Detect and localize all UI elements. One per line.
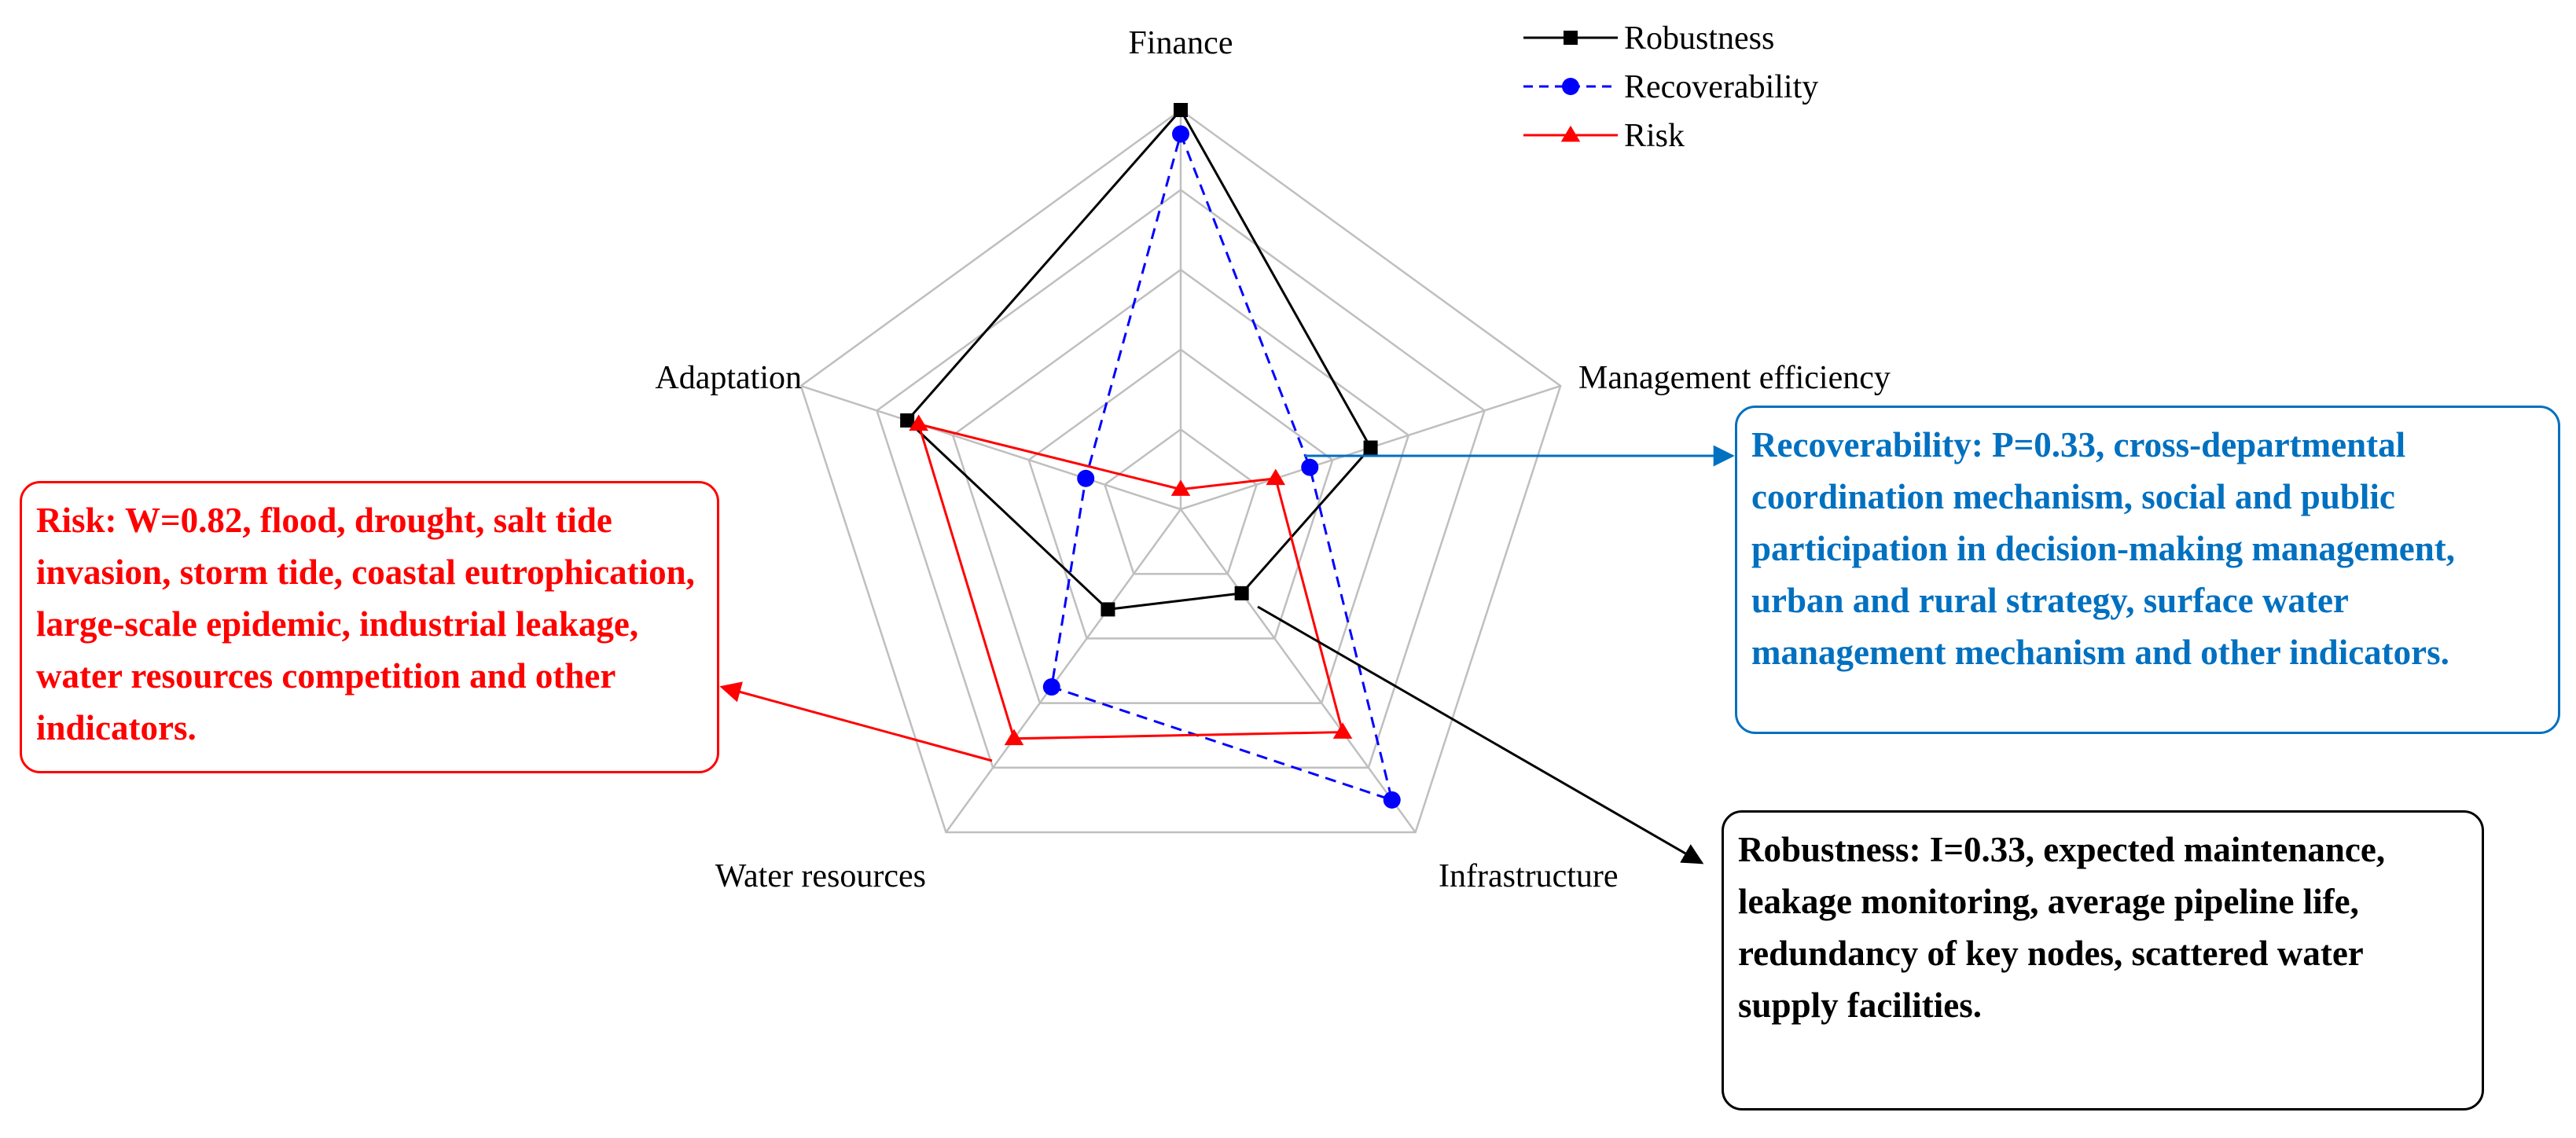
robustness-annotation: Robustness: I=0.33, expected maintenance… (1722, 810, 2484, 1110)
risk-point (1170, 479, 1191, 496)
recoverability-point (1383, 791, 1401, 809)
risk-point (1266, 468, 1286, 486)
axis-label: Water resources (715, 858, 926, 894)
recoverability-point (1042, 678, 1060, 696)
legend-item-risk: Risk (1523, 118, 1685, 154)
robustness-point (1363, 440, 1378, 455)
robustness-series (900, 103, 1378, 617)
robustness-point (1234, 586, 1249, 600)
recoverability-series (1042, 125, 1401, 809)
axis-label: Infrastructure (1439, 858, 1619, 894)
axis-label: Management efficiency (1578, 360, 1891, 396)
risk-series (909, 414, 1353, 746)
recoverability-point (1301, 458, 1319, 476)
risk-point (909, 414, 928, 431)
grid-spoke (945, 508, 1182, 833)
legend-label: Robustness (1624, 20, 1774, 57)
grid-spoke (800, 384, 1181, 511)
axis-label: Finance (1129, 25, 1233, 61)
annotation-connectors (719, 445, 1735, 865)
recoverability-point (1077, 469, 1095, 487)
recoverability-annotation: Recoverability: P=0.33, cross-department… (1735, 406, 2560, 734)
grid-ring (951, 268, 1410, 704)
grid-spoke (1179, 508, 1417, 833)
radar-grid (799, 108, 1562, 834)
robustness-line (906, 108, 1373, 611)
legend-label: Recoverability (1624, 69, 1818, 105)
robustness-point (1101, 602, 1115, 617)
risk-point (1004, 729, 1024, 746)
axis-label: Adaptation (655, 360, 802, 396)
legend-label: Risk (1624, 118, 1685, 154)
risk-point (1560, 125, 1581, 142)
robustness-connector (1257, 605, 1704, 865)
grid-ring (799, 108, 1562, 834)
radar-series (900, 103, 1401, 809)
recoverability-point (1172, 125, 1189, 143)
recoverability-line (1050, 130, 1394, 802)
robustness-point (900, 413, 915, 428)
grid-ring (876, 189, 1486, 769)
legend-item-recoverability: Recoverability (1523, 69, 1818, 105)
robustness-point (1174, 103, 1188, 117)
legend-item-robustness: Robustness (1523, 20, 1774, 57)
risk-annotation: Risk: W=0.82, flood, drought, salt tide … (20, 481, 719, 773)
recoverability-point (1562, 78, 1579, 95)
risk-point (1332, 722, 1353, 739)
risk-line (917, 422, 1344, 740)
risk-connector (719, 681, 993, 762)
robustness-point (1564, 31, 1578, 45)
grid-ring (1027, 348, 1334, 640)
grid-ring (1103, 428, 1259, 575)
